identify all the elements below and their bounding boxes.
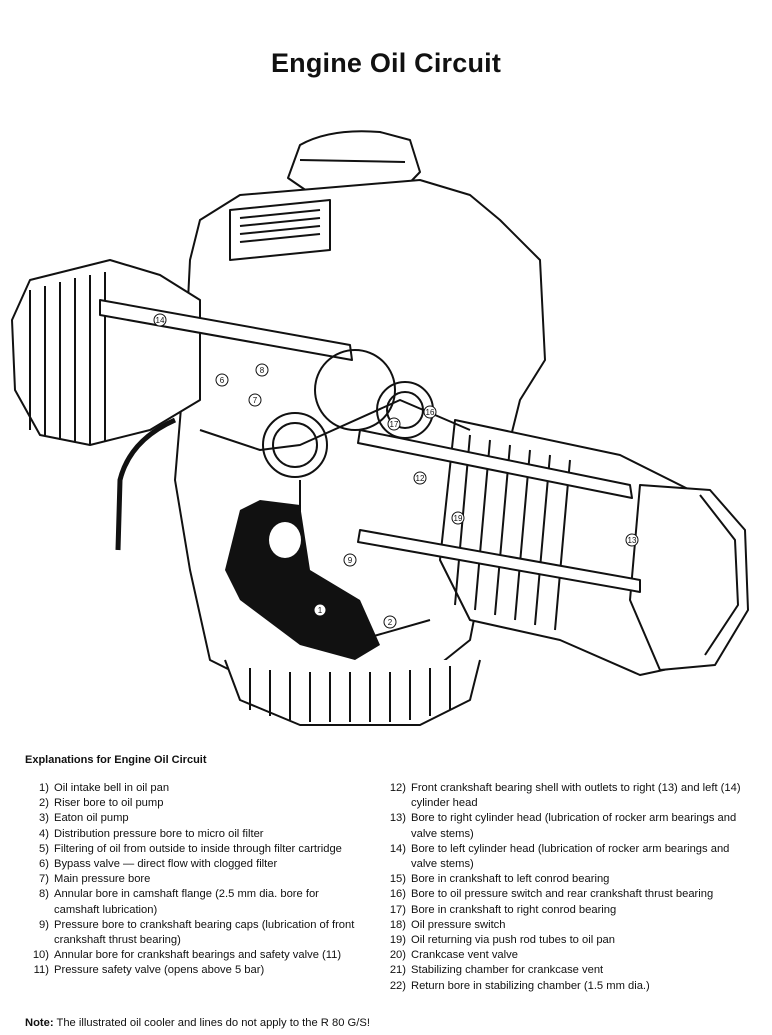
explanations-list-left: 1) Oil intake bell in oil pan 2) Riser bor… [25, 781, 355, 979]
list-item: 16) Bore to oil pressure switch and rear … [382, 887, 757, 902]
item-text: Eaton oil pump [54, 812, 129, 825]
item-text: Front crankshaft bearing shell with outl… [411, 782, 741, 810]
item-number: 12) [389, 782, 406, 794]
svg-text:19: 19 [454, 514, 463, 523]
list-item: 7) Main pressure bore [25, 872, 355, 887]
item-text: Bypass valve — direct flow with clogged … [54, 858, 278, 871]
list-item: 12) Front crankshaft bearing shell with o… [382, 781, 757, 811]
note-text: The illustrated oil cooler and lines do … [53, 1017, 370, 1029]
item-text: Annular bore for crankshaft bearings and… [54, 949, 342, 962]
svg-text:8: 8 [260, 366, 265, 375]
list-item: 14) Bore to left cylinder head (lubricati… [382, 842, 757, 872]
item-number: 2) [39, 797, 49, 810]
item-text: Bore to right cylinder head (lubrication… [411, 812, 737, 840]
footnote: Note: The illustrated oil cooler and lin… [25, 1017, 370, 1029]
svg-text:16: 16 [426, 408, 435, 417]
list-item: 18) Oil pressure switch [382, 918, 757, 933]
item-number: 14) [389, 842, 406, 855]
list-item: 10) Annular bore for crankshaft bearings … [25, 948, 355, 963]
list-item: 13) Bore to right cylinder head (lubricat… [382, 811, 757, 841]
item-number: 22) [389, 979, 406, 992]
item-number: 19) [389, 934, 406, 947]
item-text: Oil intake bell in oil pan [54, 782, 170, 794]
svg-text:9: 9 [348, 556, 353, 565]
list-item: 22) Return bore in stabilizing chamber (1… [382, 979, 757, 994]
list-item: 9) Pressure bore to crankshaft bearing ca… [25, 918, 355, 948]
item-number: 17) [389, 903, 406, 916]
engine-cutaway-drawing: 8 6 7 17 16 12 19 9 1 2 13 14 [11, 130, 749, 726]
list-item: 5) Filtering of oil from outside to insid… [25, 842, 355, 857]
item-number: 10) [32, 949, 49, 962]
item-number: 4) [39, 827, 49, 840]
page-title: Engine Oil Circuit [270, 48, 502, 78]
item-number: 3) [39, 812, 49, 825]
item-number: 11) [33, 964, 49, 977]
list-item: 20) Crankcase vent valve [382, 948, 757, 963]
item-text: Annular bore in camshaft flange (2.5 mm … [54, 888, 319, 916]
svg-text:13: 13 [628, 536, 637, 545]
item-number: 20) [389, 949, 406, 962]
item-text: Pressure safety valve (opens above 5 bar… [54, 964, 265, 977]
svg-text:1: 1 [318, 606, 323, 615]
explanations-list-right: 12) Front crankshaft bearing shell with o… [382, 781, 757, 994]
item-text: Main pressure bore [54, 873, 151, 886]
list-item: 21) Stabilizing chamber for crankcase ven… [382, 963, 757, 978]
explanations-heading: Explanations for Engine Oil Circuit [25, 754, 207, 766]
item-number: 15) [389, 873, 406, 886]
item-number: 1) [39, 782, 49, 794]
item-number: 8) [39, 888, 49, 901]
item-text: Oil pressure switch [411, 918, 506, 931]
item-text: Return bore in stabilizing chamber (1.5 … [411, 979, 650, 992]
item-text: Riser bore to oil pump [54, 797, 164, 810]
item-text: Oil returning via push rod tubes to oil … [411, 934, 615, 947]
list-item: 2) Riser bore to oil pump [25, 796, 355, 811]
svg-text:2: 2 [388, 618, 393, 627]
item-text: Crankcase vent valve [411, 949, 518, 962]
list-item: 3) Eaton oil pump [25, 811, 355, 826]
svg-text:17: 17 [390, 420, 399, 429]
item-text: Bore to left cylinder head (lubrication … [411, 842, 730, 871]
item-number: 13) [389, 812, 406, 825]
item-number: 7) [39, 873, 49, 886]
item-number: 6) [39, 858, 49, 871]
item-text: Pressure bore to crankshaft bearing caps… [54, 918, 355, 947]
list-item: 1) Oil intake bell in oil pan [25, 781, 355, 796]
list-item: 15) Bore in crankshaft to left conrod bea… [382, 872, 757, 887]
item-text: Filtering of oil from outside to inside … [54, 842, 342, 855]
item-number: 9) [39, 918, 49, 931]
svg-text:6: 6 [220, 376, 225, 385]
item-number: 18) [389, 918, 406, 931]
item-text: Bore to oil pressure switch and rear cra… [411, 888, 714, 901]
item-number: 16) [389, 888, 406, 901]
list-item: 6) Bypass valve — direct flow with clogge… [25, 857, 355, 872]
item-text: Bore in crankshaft to left conrod bearin… [411, 873, 610, 886]
note-label: Note: [25, 1017, 54, 1029]
list-item: 17) Bore in crankshaft to right conrod be… [382, 903, 757, 918]
item-text: Distribution pressure bore to micro oil … [54, 827, 264, 840]
svg-text:12: 12 [416, 474, 425, 483]
item-text: Bore in crankshaft to right conrod beari… [411, 903, 617, 916]
list-item: 11) Pressure safety valve (opens above 5 … [25, 963, 355, 978]
list-item: 8) Annular bore in camshaft flange (2.5 m… [25, 887, 355, 917]
svg-text:14: 14 [156, 316, 165, 325]
item-number: 21) [389, 964, 406, 977]
item-number: 5) [39, 842, 49, 855]
list-item: 19) Oil returning via push rod tubes to o… [382, 933, 757, 948]
item-text: Stabilizing chamber for crankcase vent [411, 964, 604, 977]
list-item: 4) Distribution pressure bore to micro oi… [25, 827, 355, 842]
svg-text:7: 7 [253, 396, 258, 405]
